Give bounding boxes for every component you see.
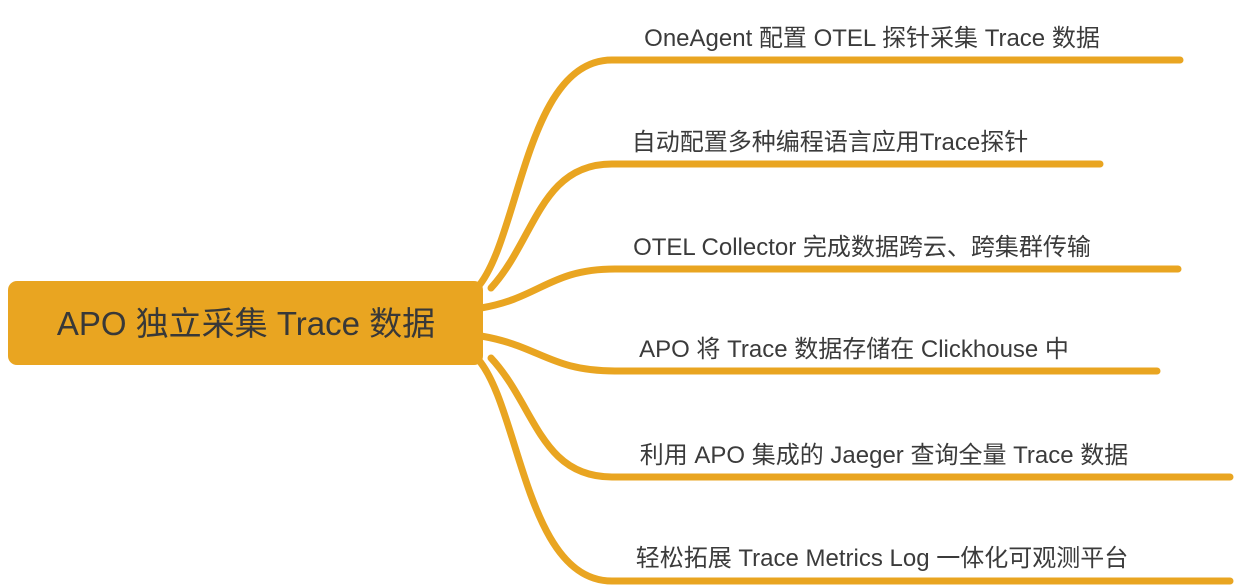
branch-node-label-2[interactable]: 自动配置多种编程语言应用Trace探针 (632, 129, 1028, 156)
branch-connector-6 (473, 354, 1234, 585)
branch-node-label-4[interactable]: APO 将 Trace 数据存储在 Clickhouse 中 (639, 336, 1069, 363)
branch-node-label-3[interactable]: OTEL Collector 完成数据跨云、跨集群传输 (633, 234, 1091, 261)
branch-connector-4 (477, 332, 1161, 375)
branch-node-label-6[interactable]: 轻松拓展 Trace Metrics Log 一体化可观测平台 (636, 545, 1129, 572)
branch-node-label-1[interactable]: OneAgent 配置 OTEL 探针采集 Trace 数据 (644, 25, 1100, 52)
branch-connector-2 (487, 160, 1104, 292)
root-node-box[interactable] (8, 281, 483, 365)
root-node-label[interactable]: APO 独立采集 Trace 数据 (57, 305, 435, 342)
branch-connector-5 (487, 354, 1234, 481)
branch-connector-3 (477, 265, 1182, 312)
branch-node-label-5[interactable]: 利用 APO 集成的 Jaeger 查询全量 Trace 数据 (640, 442, 1129, 469)
branch-connector-1 (473, 56, 1184, 292)
